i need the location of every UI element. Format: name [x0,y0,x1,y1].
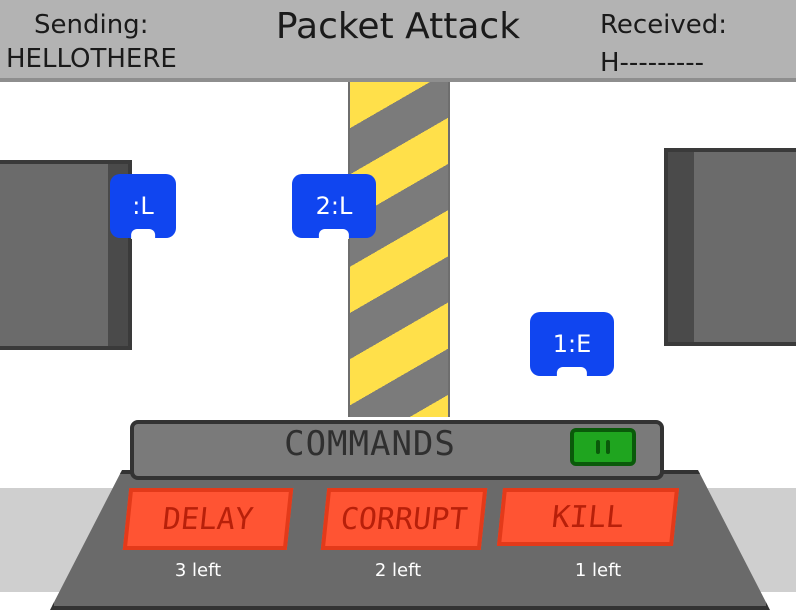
console-title: COMMANDS [284,424,456,464]
packet[interactable]: 2:L [292,174,376,239]
kill-button-label: KILL [550,499,626,535]
delay-button[interactable]: DELAY [122,488,294,550]
receiver-machine [664,148,796,346]
corrupt-button-label: CORRUPT [338,501,470,537]
status-led-icon [570,428,636,466]
kill-button[interactable]: KILL [496,488,680,546]
delay-uses-left: 3 left [174,560,222,581]
delay-button-label: DELAY [161,501,255,537]
packet-label: 2:L [315,192,353,220]
sending-label: Sending: [34,10,149,40]
packet-label: :L [132,192,154,220]
striped-barrier [348,82,450,417]
sending-value: HELLOTHERE [6,44,177,74]
packet[interactable]: :L [110,174,176,239]
kill-uses-left: 1 left [574,560,622,581]
game-title: Packet Attack [275,6,521,47]
packet[interactable]: 1:E [530,312,614,377]
packet-label: 1:E [552,330,592,358]
received-label: Received: [600,10,728,40]
header-bar [0,0,796,82]
corrupt-button[interactable]: CORRUPT [320,488,488,550]
received-value: H--------- [600,48,704,78]
corrupt-uses-left: 2 left [374,560,422,581]
